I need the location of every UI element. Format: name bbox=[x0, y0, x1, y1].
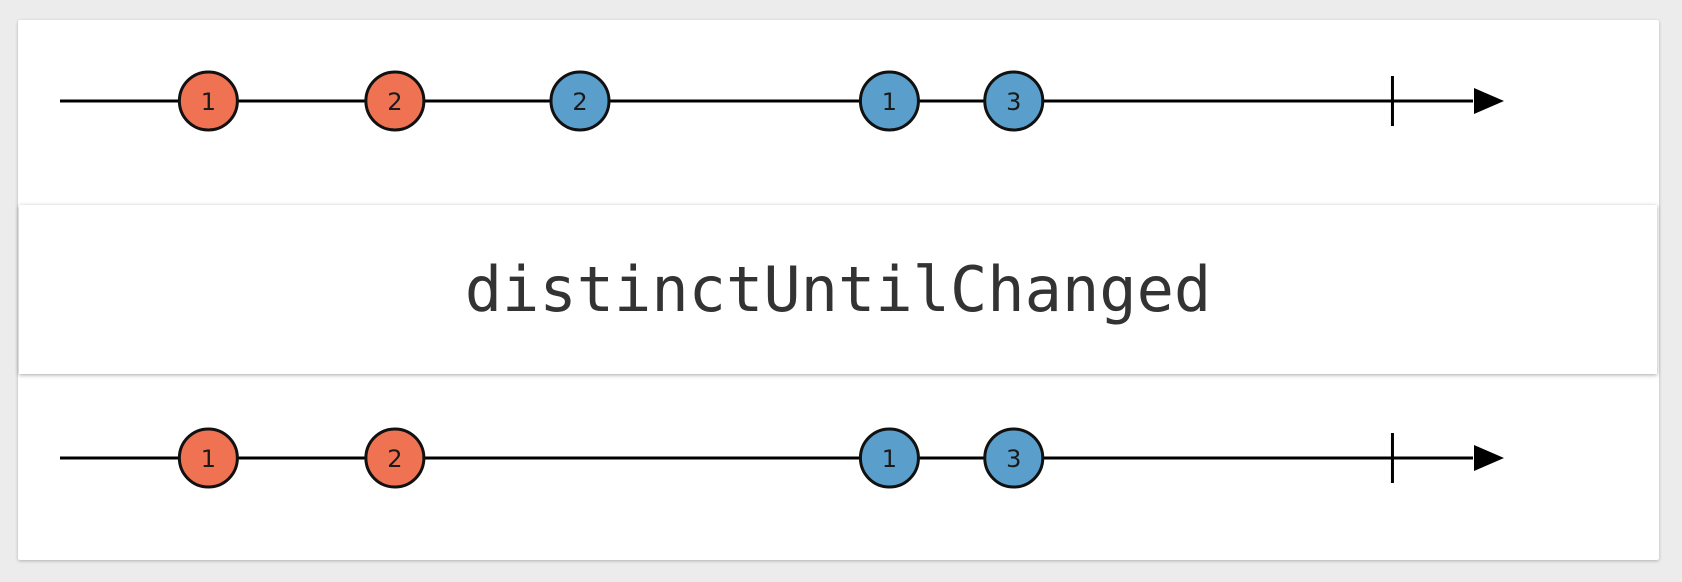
marble: 2 bbox=[364, 70, 426, 132]
marble-value: 2 bbox=[387, 445, 402, 473]
marble-value: 1 bbox=[882, 445, 897, 473]
marble-circle bbox=[983, 70, 1045, 132]
marble: 1 bbox=[858, 70, 920, 132]
marble-circle bbox=[549, 70, 611, 132]
marble-value: 3 bbox=[1006, 445, 1021, 473]
timeline-arrow-icon bbox=[1474, 445, 1504, 471]
timeline-arrow-icon bbox=[1474, 88, 1504, 114]
marble-value: 2 bbox=[387, 88, 402, 116]
marble-value: 1 bbox=[201, 88, 216, 116]
source-timeline: 1 2 2 1 3 bbox=[60, 70, 1504, 132]
marble-circle bbox=[364, 427, 426, 489]
marble-circle bbox=[983, 427, 1045, 489]
marble: 1 bbox=[177, 427, 239, 489]
marble: 3 bbox=[983, 427, 1045, 489]
marble: 1 bbox=[177, 70, 239, 132]
operator-box: distinctUntilChanged bbox=[19, 205, 1657, 374]
result-timeline: 1 2 1 3 bbox=[60, 427, 1504, 489]
marble-circle bbox=[177, 427, 239, 489]
marble-value: 1 bbox=[882, 88, 897, 116]
marble-value: 1 bbox=[201, 445, 216, 473]
marble: 3 bbox=[983, 70, 1045, 132]
marble-circle bbox=[177, 70, 239, 132]
operator-label: distinctUntilChanged bbox=[464, 253, 1212, 326]
marble-value: 3 bbox=[1006, 88, 1021, 116]
marble: 1 bbox=[858, 427, 920, 489]
marble-value: 2 bbox=[572, 88, 587, 116]
marble: 2 bbox=[364, 427, 426, 489]
marble: 2 bbox=[549, 70, 611, 132]
marble-circle bbox=[364, 70, 426, 132]
marble-circle bbox=[858, 427, 920, 489]
marble-circle bbox=[858, 70, 920, 132]
